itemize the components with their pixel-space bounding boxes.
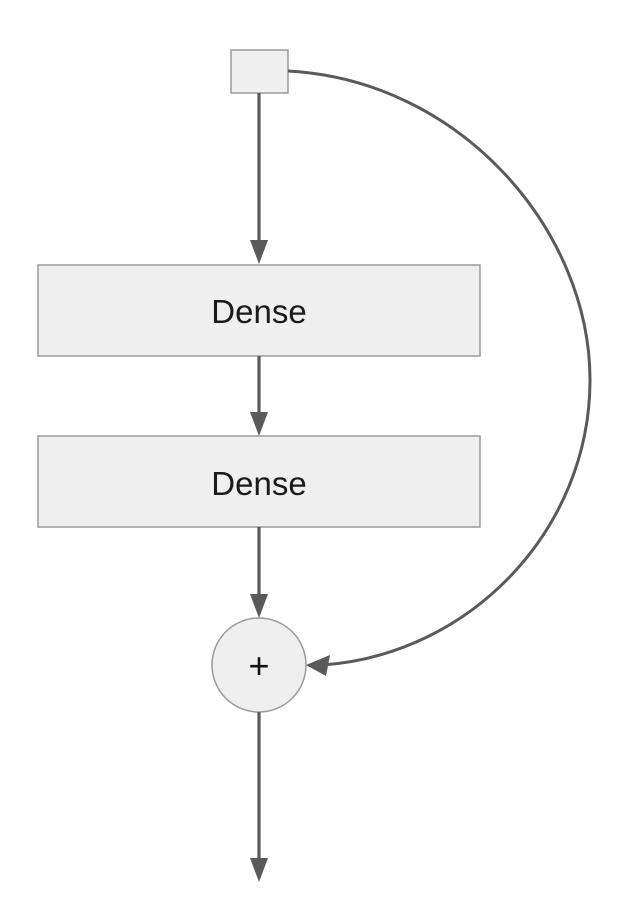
dense-layer-2-label: Dense xyxy=(211,465,306,502)
arrowhead-dense-1-to-dense-2 xyxy=(250,412,268,436)
dense-layer-1-label: Dense xyxy=(211,293,306,330)
dense-layer-1: Dense xyxy=(37,264,481,357)
input-node xyxy=(230,49,289,94)
arrowhead-dense-2-to-add xyxy=(250,594,268,618)
dense-layer-2-box xyxy=(37,435,481,528)
skip-connection-arrow xyxy=(287,69,592,667)
dense-layer-2: Dense xyxy=(37,435,481,528)
arrowhead-output xyxy=(250,858,268,882)
arrowhead-input-to-dense-1 xyxy=(250,240,268,264)
add-node-symbol: + xyxy=(248,645,269,686)
skip-connection-arrowhead xyxy=(306,655,330,676)
add-node: + xyxy=(211,617,307,713)
